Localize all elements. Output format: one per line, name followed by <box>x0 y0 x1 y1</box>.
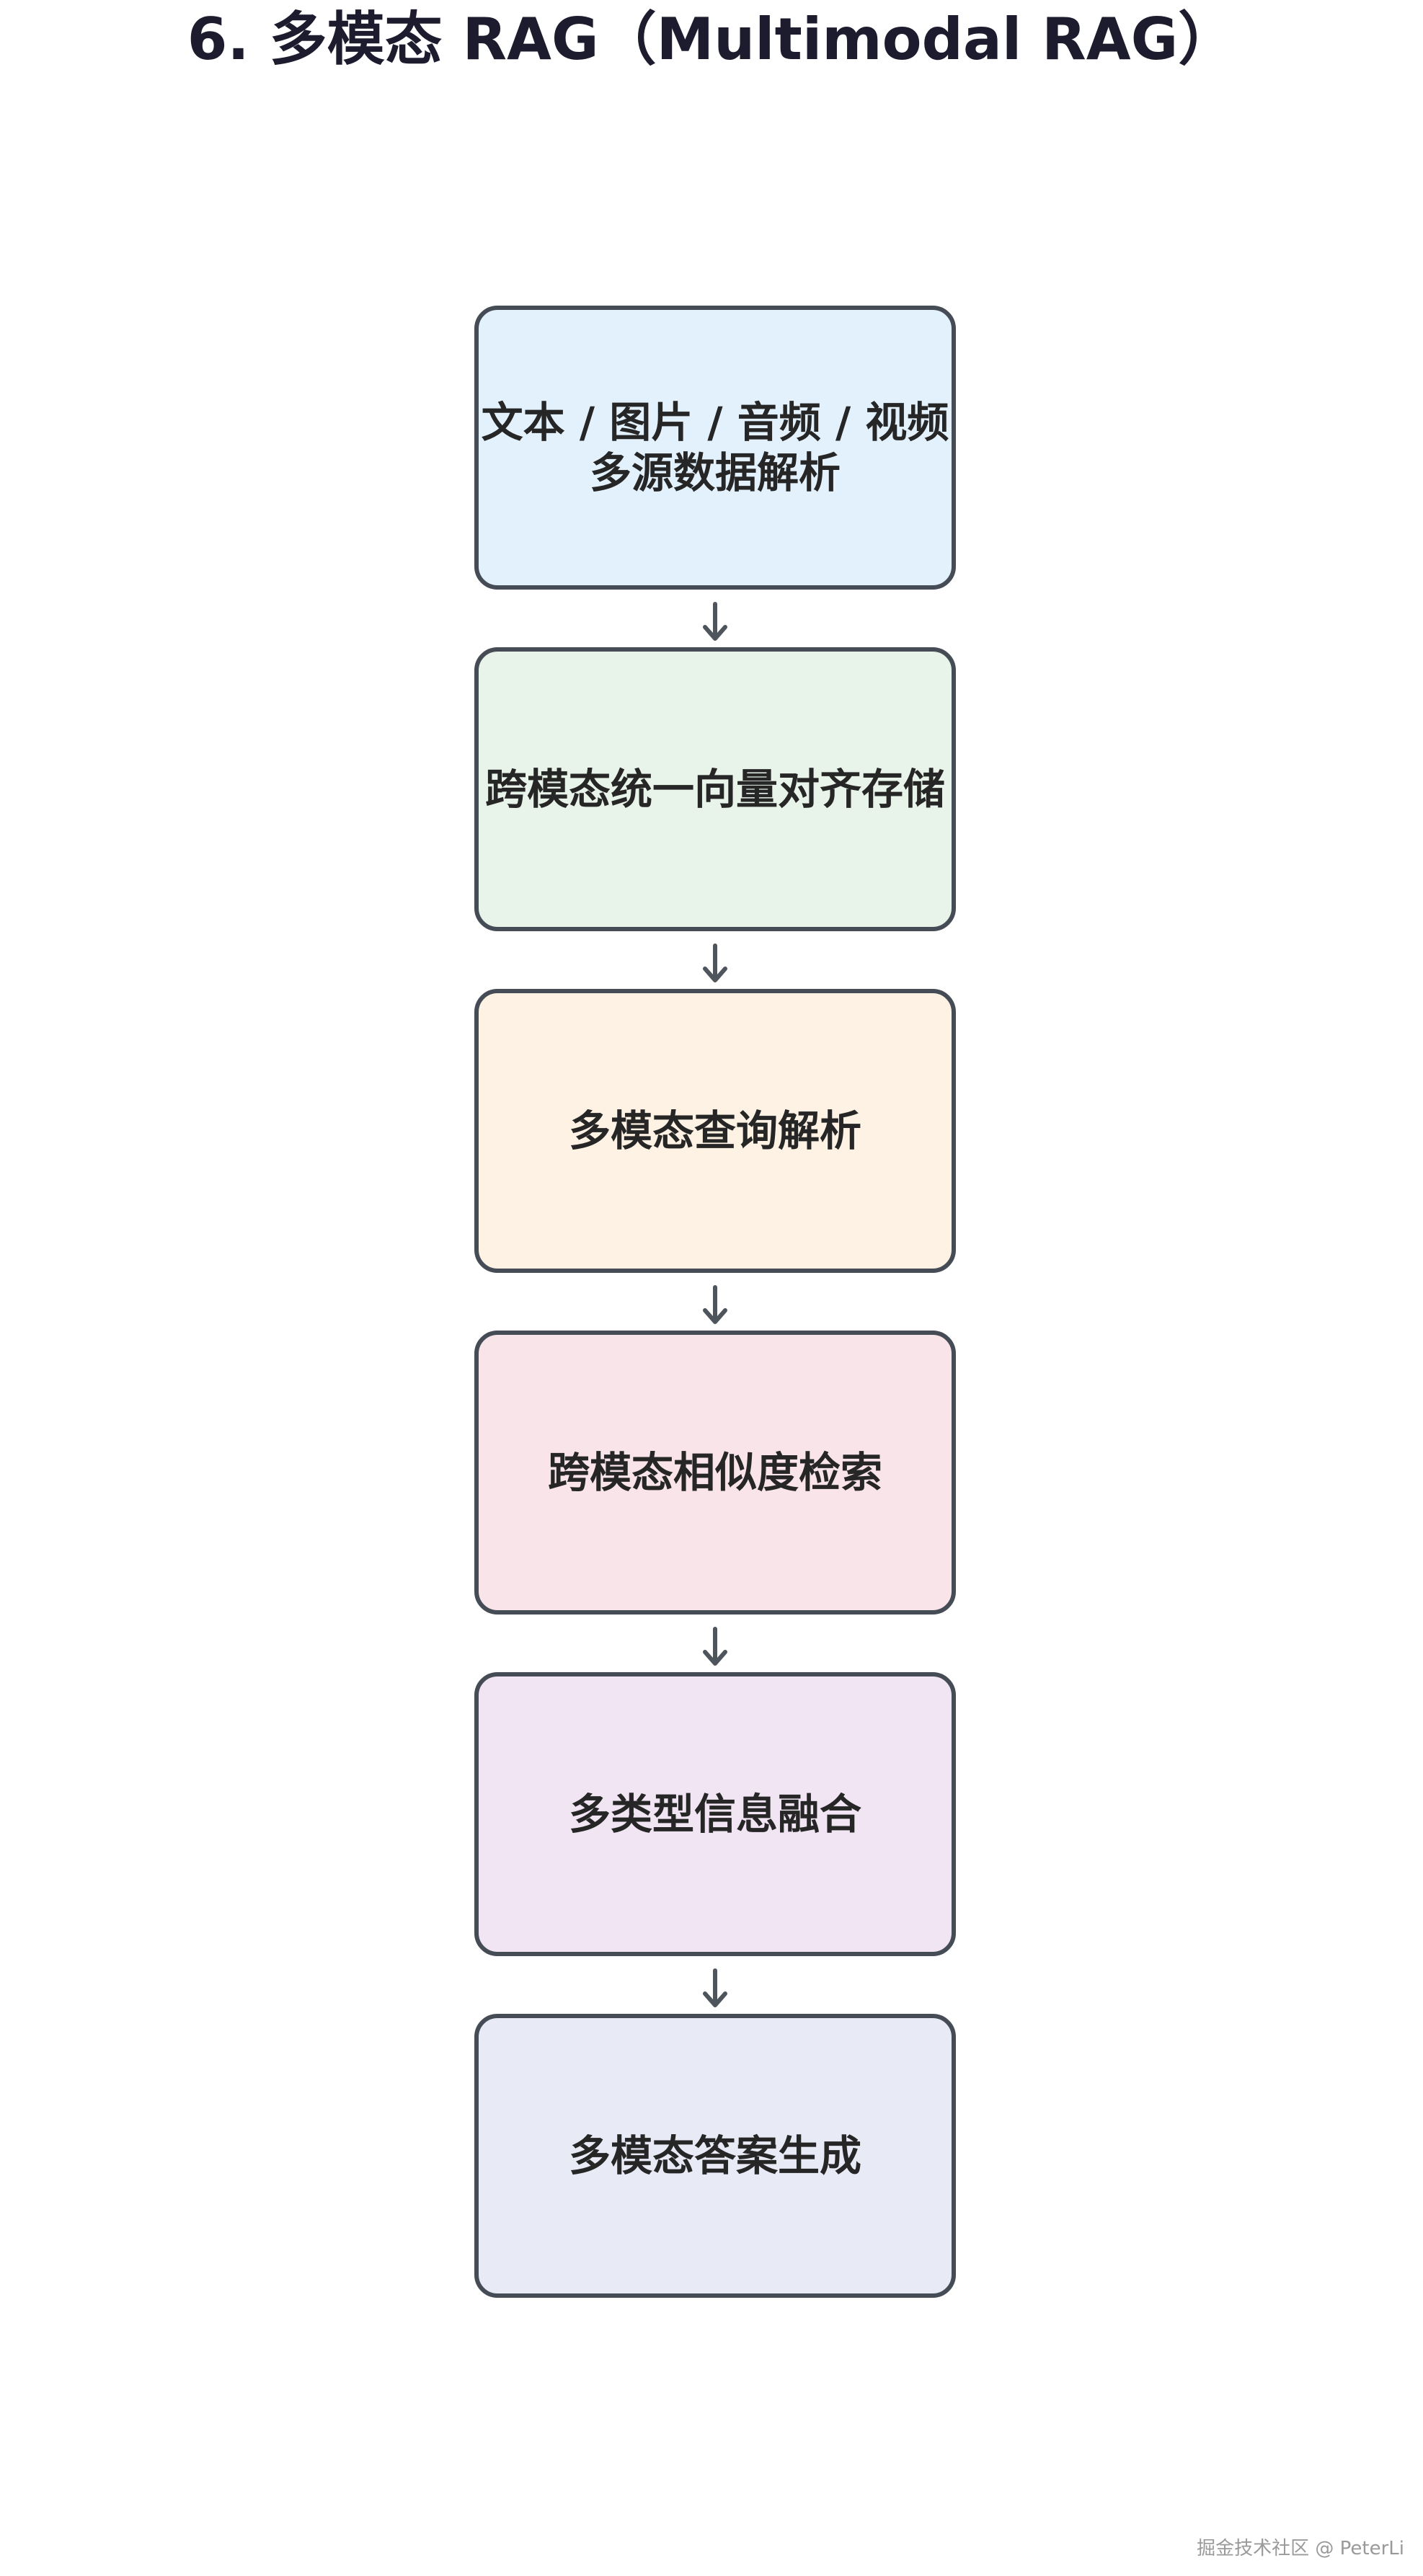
diagram-title: 6. 多模态 RAG（Multimodal RAG） <box>187 6 1236 73</box>
step-3-label: 多模态查询解析 <box>568 1106 861 1155</box>
step-2-box: 跨模态统一向量对齐存储 <box>474 647 956 931</box>
arrow-down-icon <box>703 943 727 982</box>
step-2-label: 跨模态统一向量对齐存储 <box>484 765 945 814</box>
arrow-down-icon <box>703 1285 727 1324</box>
step-3-box: 多模态查询解析 <box>474 989 956 1273</box>
step-1-label-line-1: 文本 / 图片 / 音频 / 视频 <box>481 398 949 447</box>
step-6-label: 多模态答案生成 <box>568 2131 861 2180</box>
arrow-down-icon <box>703 1627 727 1666</box>
step-4-label: 跨模态相似度检索 <box>547 1448 882 1497</box>
arrow-down-icon <box>703 602 727 641</box>
step-5-label: 多类型信息融合 <box>568 1790 861 1839</box>
arrow-down-icon <box>703 1968 727 2007</box>
step-5-box: 多类型信息融合 <box>474 1672 956 1956</box>
step-1-label-line-2: 多源数据解析 <box>589 448 841 497</box>
step-1-box: 文本 / 图片 / 音频 / 视频 多源数据解析 <box>474 306 956 590</box>
step-4-box: 跨模态相似度检索 <box>474 1331 956 1615</box>
watermark: 掘金技术社区 @ PeterLi <box>1197 2538 1404 2559</box>
step-6-box: 多模态答案生成 <box>474 2014 956 2298</box>
